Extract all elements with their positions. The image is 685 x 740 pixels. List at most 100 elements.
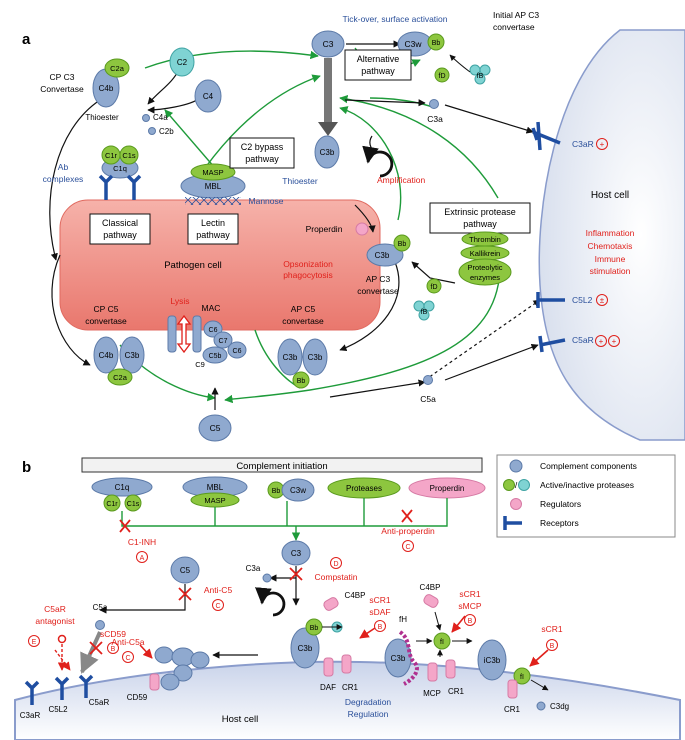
amplification-label: Amplification xyxy=(377,175,425,185)
c7-node-b xyxy=(173,664,193,682)
scr1-smcp-arrow xyxy=(451,615,466,633)
fd-label-a2: fD xyxy=(431,284,438,291)
c4b-label-a: C4b xyxy=(99,84,114,93)
c1r-label-b: C1r xyxy=(106,501,118,508)
lysis-arrow-icon xyxy=(176,314,192,354)
c5-label-b: C5 xyxy=(180,566,191,575)
c2b-node xyxy=(148,127,156,135)
c1s-label-b: C1s xyxy=(127,501,140,508)
c2-node-a xyxy=(169,47,195,77)
scr1-smcp-label: sCR1 xyxy=(459,589,481,599)
scr1-badge-letter: B xyxy=(550,643,555,650)
anti-c5-badge-letter: C xyxy=(215,603,220,610)
c3ar-label-a: C3aR xyxy=(572,139,594,149)
c5-node-a xyxy=(198,414,232,442)
thioester-label-2: Thioester xyxy=(282,176,318,186)
anti-properdin-badge-letter: C xyxy=(405,544,410,551)
c2-bypass-label: C2 bypass xyxy=(241,142,284,152)
c5ar-label-a: C5aR xyxy=(572,335,594,345)
c3ar-plus-sign: + xyxy=(600,140,605,149)
c2a-label-a: C2a xyxy=(110,64,125,73)
lectin-label: Lectin xyxy=(201,218,225,228)
kallikrein-label: Kallikrein xyxy=(470,249,500,258)
c5ar-antagonist-label-2: antagonist xyxy=(35,616,75,626)
anti-properdin-block xyxy=(401,509,413,523)
c3b-fh-node xyxy=(384,638,412,678)
c3a-node-b xyxy=(262,573,272,583)
panel-b: b Complement components / Active/inactiv… xyxy=(14,454,681,740)
alternative-pathway-box xyxy=(344,49,412,81)
cr1-icon-3 xyxy=(507,679,518,699)
panel-b-label: b xyxy=(22,459,31,476)
anti-c5-label: Anti-C5 xyxy=(204,585,233,595)
masp-label-a: MASP xyxy=(202,168,223,177)
host-cell-label: Host cell xyxy=(591,190,629,201)
bb-ap-c5-label: Bb xyxy=(297,378,306,385)
legend-active-icon xyxy=(503,479,515,491)
c4bp-label: C4BP xyxy=(345,591,366,600)
compstatin-badge-letter: D xyxy=(333,561,338,568)
fb-arrow-a xyxy=(449,54,471,73)
c3w-node-b xyxy=(281,478,315,502)
c4a-label: C4a xyxy=(153,113,168,122)
c5l2-pm xyxy=(596,294,608,306)
anti-c5a-block xyxy=(89,641,103,655)
anti-c5a-badge xyxy=(122,651,134,663)
c4b-c5-label: C4b xyxy=(99,351,114,360)
c1q-label-a: C1q xyxy=(113,164,127,173)
mac-pore-left xyxy=(167,315,177,353)
c7-node-a xyxy=(213,331,233,349)
complement-initiation-bar xyxy=(81,457,483,473)
mcp-label: MCP xyxy=(423,689,441,698)
legend-proteases: Active/inactive proteases xyxy=(540,480,634,490)
mac-label: MAC xyxy=(202,303,221,313)
c3w-label-b: C3w xyxy=(290,486,306,495)
ab-label: Ab xyxy=(58,162,69,172)
c5ar-antagonist-badge-letter: E xyxy=(32,639,37,646)
c5b-label-a: C5b xyxy=(209,353,222,360)
black-arrows-a xyxy=(49,67,534,410)
c4-node-a xyxy=(194,79,222,113)
c1r-node-b xyxy=(103,494,121,512)
scd59-badge xyxy=(107,642,119,654)
c3ar-receptor-a xyxy=(531,121,561,151)
legend-component-icon xyxy=(509,459,523,473)
c1-complex-a xyxy=(101,145,139,179)
scr1-label: sCR1 xyxy=(541,624,563,634)
c2b-label: C2b xyxy=(159,127,174,136)
thioester-label: Thioester xyxy=(85,113,119,122)
ap-c5-label: AP C5 xyxy=(291,304,316,314)
masp-label-b: MASP xyxy=(204,496,225,505)
c5-label-a: C5 xyxy=(210,423,221,433)
scr1-badge xyxy=(546,639,558,651)
proteases-label-b: Proteases xyxy=(346,484,382,493)
amplification-icon-b xyxy=(255,587,286,617)
c4a-node xyxy=(142,114,150,122)
cp-c3-label-2: Convertase xyxy=(40,84,84,94)
classical-pathway-box xyxy=(89,213,151,245)
c2a-node-a xyxy=(104,58,130,78)
c5l2-pm-sign: ± xyxy=(600,296,605,305)
cd59-label: CD59 xyxy=(127,693,148,702)
cp-c3-label: CP C3 xyxy=(50,72,75,82)
antagonist-arrow-2 xyxy=(54,649,71,671)
cr1-label-1: CR1 xyxy=(342,683,359,692)
ab-label-2: complexes xyxy=(43,174,84,184)
amplification-icon xyxy=(362,145,394,178)
effect-chemotaxis: Chemotaxis xyxy=(588,241,633,251)
c3b-fh-label: C3b xyxy=(391,654,406,663)
c3ar-label-b: C3aR xyxy=(20,711,41,720)
c3-cleavage-shaft xyxy=(324,58,332,122)
extrinsic-label: Extrinsic protease xyxy=(444,207,516,217)
scr1-sdaf-badge-letter: B xyxy=(378,624,383,631)
pathogen-label: Pathogen cell xyxy=(164,260,222,271)
cp-c5-label: CP C5 xyxy=(94,304,119,314)
mbl-label-a: MBL xyxy=(205,182,222,191)
c4b-c5-node xyxy=(93,336,119,374)
legend-regulators: Regulators xyxy=(540,499,581,509)
scr1-sdaf-label-2: sDAF xyxy=(369,607,390,617)
c3b-c5-node xyxy=(119,336,145,374)
cd59-icon xyxy=(149,673,160,691)
anti-properdin-label: Anti-properdin xyxy=(381,526,435,536)
c5a-label-a: C5a xyxy=(420,394,436,404)
